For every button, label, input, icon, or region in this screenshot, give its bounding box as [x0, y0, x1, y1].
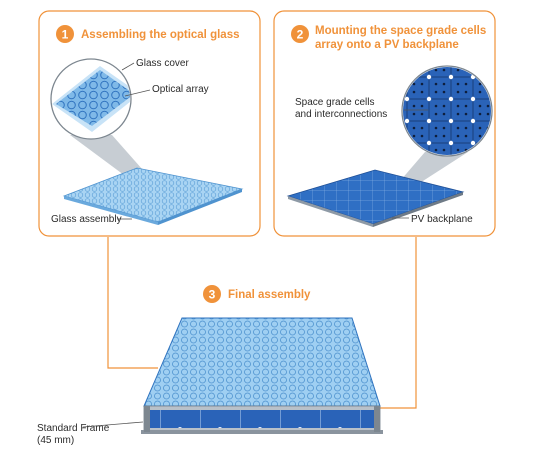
step-1-badge: 1: [56, 25, 74, 43]
step-3-title: Final assembly: [228, 289, 311, 301]
glass-cover-label: Glass cover: [136, 58, 189, 69]
optical-array-leader: [124, 89, 151, 97]
frame-leader: [82, 421, 144, 428]
optical-array-zoom: [50, 58, 132, 140]
svg-text:1: 1: [62, 28, 69, 42]
step-1-title: Assembling the optical glass: [81, 29, 239, 41]
cells-zoom: [401, 65, 493, 157]
step-2-badge: 2: [291, 25, 309, 43]
svg-text:3: 3: [209, 288, 216, 302]
zoom-cone-1: [70, 135, 150, 178]
svg-text:2: 2: [297, 28, 304, 42]
glass-cover-leader: [121, 62, 135, 71]
pv-backplane-label: PV backplane: [411, 214, 473, 225]
glass-assembly-plate: [62, 167, 244, 225]
optical-array-label: Optical array: [152, 84, 209, 95]
connector-left: [107, 237, 158, 369]
cells-label-line-1: Space grade cells: [295, 97, 375, 108]
step-2-title-line-2: array onto a PV backplane: [315, 39, 459, 51]
frame-label-line-1: Standard Frame: [37, 423, 110, 434]
glass-assembly-label: Glass assembly: [51, 214, 122, 225]
connector-right: [380, 237, 417, 409]
final-assembly-panel: [141, 317, 383, 434]
step-3-badge: 3: [203, 285, 221, 303]
step-2-title-line-1: Mounting the space grade cells: [315, 25, 486, 37]
cells-label-line-2: and interconnections: [295, 109, 387, 120]
frame-label-line-2: (45 mm): [37, 435, 74, 446]
